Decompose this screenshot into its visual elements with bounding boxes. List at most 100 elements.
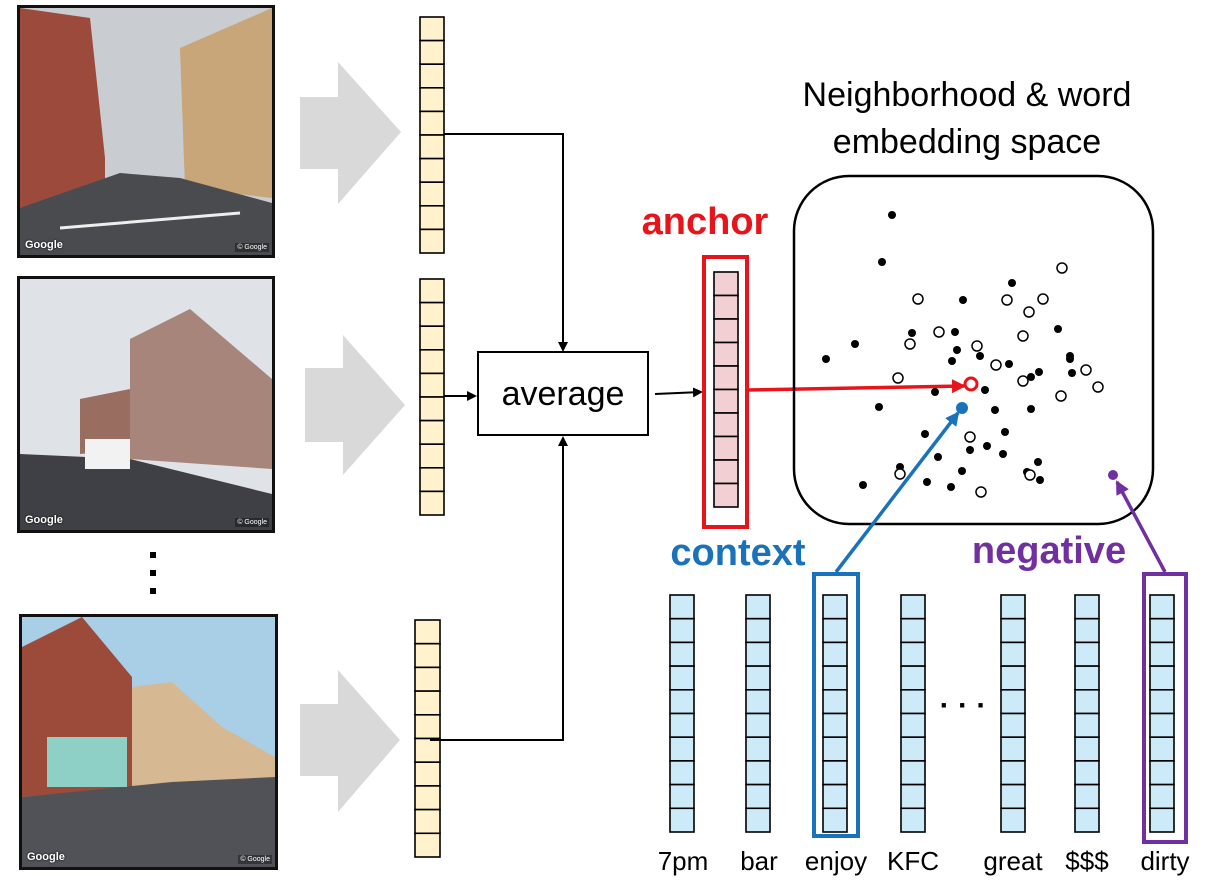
word-point <box>931 388 939 396</box>
google-copyright: © Google <box>235 518 269 527</box>
neighborhood-point <box>964 431 976 443</box>
anchor-vector-cell <box>713 271 739 297</box>
image-vector-cell <box>419 228 445 254</box>
word-vector-cell <box>669 712 695 739</box>
word-point <box>958 467 966 475</box>
encode-arrow-1 <box>300 62 401 204</box>
image-vector-cell <box>419 396 445 422</box>
word-point <box>1066 355 1074 363</box>
neighborhood-point <box>975 486 987 498</box>
word-label-bar: bar <box>740 846 778 876</box>
image-vector-cell <box>419 157 445 184</box>
word-point <box>1054 325 1062 333</box>
word-vector-cell <box>1000 783 1026 810</box>
word-point <box>991 406 999 414</box>
word-vector-cell <box>669 688 695 715</box>
word-point <box>983 442 991 450</box>
google-watermark: Google <box>25 514 63 526</box>
word-vector-cell <box>1000 760 1026 786</box>
anchor-vector-cell <box>713 318 739 344</box>
word-vector-cell <box>1074 783 1100 810</box>
word-vector-cell <box>1000 665 1026 691</box>
word-vector-cell <box>1074 641 1100 667</box>
image-vector-cell <box>419 419 445 446</box>
word-vector-cell <box>745 665 771 691</box>
anchor-vector-cell <box>713 482 739 508</box>
word-vector-cell <box>1149 617 1175 644</box>
google-watermark: Google <box>25 239 63 251</box>
word-vector-cell <box>669 641 695 667</box>
word-point <box>923 478 931 486</box>
word-vector-great <box>1000 594 1026 833</box>
word-point <box>908 329 916 337</box>
word-label-dirty: dirty <box>1140 846 1190 876</box>
word-vector-cell <box>1149 807 1175 833</box>
word-vector-cell <box>822 594 848 620</box>
word-vector-cell <box>1000 807 1026 833</box>
word-vector-cell <box>745 712 771 739</box>
more-words-ellipsis: · · · <box>940 689 987 722</box>
image-vector-cell <box>414 690 441 716</box>
embedding-space-box <box>792 174 1155 526</box>
more-images-ellipsis <box>150 552 157 606</box>
google-copyright: © Google <box>238 855 272 864</box>
word-vector-cell <box>1074 736 1100 762</box>
image-vector-cell <box>419 16 445 42</box>
neighborhood-point <box>892 372 904 384</box>
word-point <box>921 430 929 438</box>
word-vector-cell <box>745 736 771 762</box>
word-vector-7pm <box>669 594 695 833</box>
image-vector-cell <box>419 348 445 375</box>
anchor-vector-cell <box>713 459 739 485</box>
word-label-7pm: 7pm <box>657 846 709 876</box>
negative-point <box>1108 470 1118 480</box>
neighborhood-point <box>1092 381 1104 393</box>
street-view-image-3: Google © Google <box>19 614 278 870</box>
word-point <box>1001 428 1009 436</box>
neighborhood-point <box>1037 293 1049 305</box>
word-vector-cell <box>1074 807 1100 833</box>
word-vector-cell <box>822 807 848 833</box>
anchor-vector-cell <box>713 388 739 414</box>
word-point <box>953 346 961 354</box>
neighborhood-point <box>1017 375 1029 387</box>
encode-arrow-3 <box>300 670 400 812</box>
word-vector-cell <box>1000 712 1026 739</box>
word-vector-KFC <box>900 594 926 833</box>
neighborhood-point <box>1056 262 1068 274</box>
word-vector-cell <box>900 807 926 833</box>
image-vector-cell <box>414 785 441 811</box>
word-vector-cell <box>1149 760 1175 786</box>
word-vector-cell <box>1000 688 1026 715</box>
image-embedding-vector-3 <box>414 619 441 858</box>
word-vector-bar <box>745 594 771 833</box>
anchor-label: anchor <box>642 201 769 243</box>
word-point <box>888 211 896 219</box>
context-arrow <box>834 411 960 574</box>
word-vector-cell <box>900 736 926 762</box>
negative-highlight-box <box>1142 572 1188 844</box>
anchor-point <box>963 376 979 392</box>
word-label-kfc: KFC <box>887 846 939 876</box>
anchor-vector-cell <box>713 365 739 391</box>
neighborhood-point <box>1055 390 1067 402</box>
word-vector-cell <box>1000 736 1026 762</box>
neighborhood-point <box>1080 364 1092 376</box>
image-vector-cell <box>419 181 445 207</box>
word-vector- <box>1074 594 1100 833</box>
word-vector-cell <box>1149 736 1175 762</box>
word-vector-cell <box>669 665 695 691</box>
word-vector-cell <box>669 760 695 786</box>
word-vector-cell <box>1149 594 1175 620</box>
image-vector-cell <box>419 63 445 89</box>
image-vector-cell <box>419 134 445 160</box>
word-vectors <box>669 594 1175 833</box>
neighborhood-point <box>1001 294 1013 306</box>
word-point <box>966 446 974 454</box>
image-vector-cell <box>414 832 441 858</box>
street-view-image-1: Google © Google <box>17 5 275 258</box>
word-vector-cell <box>822 783 848 810</box>
image-vector-cell <box>414 666 441 692</box>
neighborhood-point <box>894 468 906 480</box>
embedding-space-title-line1: Neighborhood & word <box>803 76 1132 114</box>
